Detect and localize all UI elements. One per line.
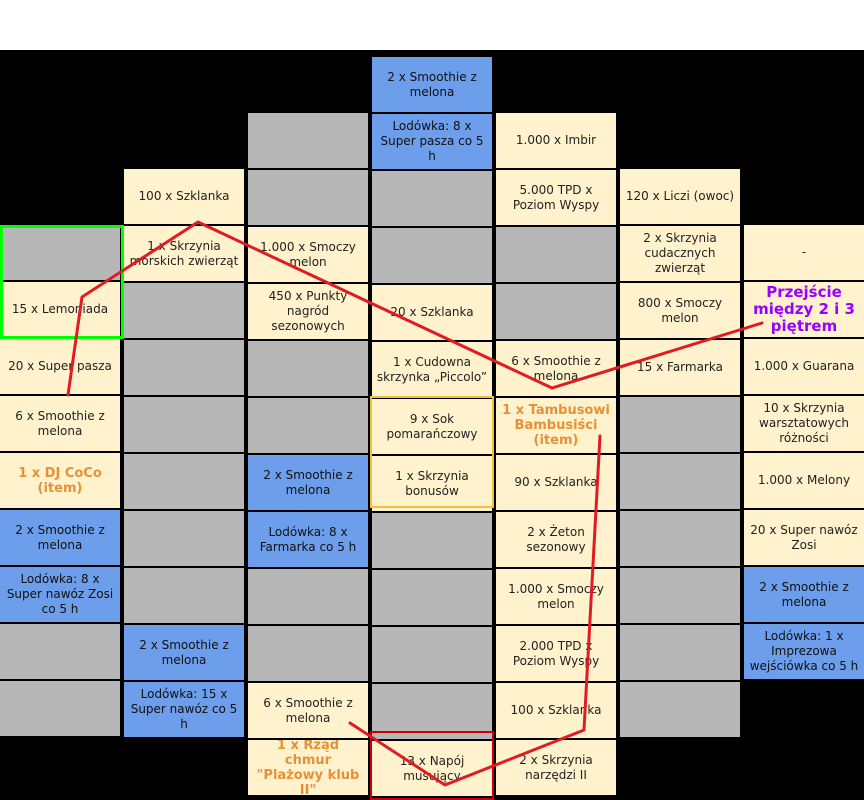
reward-tile-tile: - [744,225,864,280]
fridge-tile-lodowka-1-x-imprezowa-wejsciowka-co-5-h: Lodówka: 1 x Imprezowa wejściówka co 5 h [744,624,864,679]
reward-tile-2-x-zeton-sezonowy: 2 x Żeton sezonowy [496,512,616,567]
reward-tile-13-x-napoj-musujacy: 13 x Napój musujący [372,741,492,796]
empty-tile [620,454,740,509]
fridge-tile-2-x-smoothie-z-melona: 2 x Smoothie z melona [372,57,492,112]
reward-tile-6-x-smoothie-z-melona: 6 x Smoothie z melona [496,341,616,396]
item-tile-1-x-dj-coco-item: 1 x DJ CoCo (item) [0,453,120,508]
reward-tile-2-x-skrzynia-cudacznych-zwierzat: 2 x Skrzynia cudacznych zwierząt [620,226,740,281]
empty-tile [496,284,616,339]
reward-tile-1-000-x-imbir: 1.000 x Imbir [496,113,616,168]
reward-tile-450-x-punkty-nagrod-sezonowych: 450 x Punkty nagród sezonowych [248,284,368,339]
fridge-tile-2-x-smoothie-z-melona: 2 x Smoothie z melona [248,455,368,510]
reward-tile-1-x-cudowna-skrzynka-piccolo: 1 x Cudowna skrzynka „Piccolo” [372,342,492,397]
empty-tile [248,626,368,681]
empty-tile [620,568,740,623]
reward-tile-100-x-szklanka: 100 x Szklanka [496,683,616,738]
empty-tile [248,170,368,225]
reward-tile-20-x-super-pasza: 20 x Super pasza [0,339,120,394]
empty-tile [372,228,492,283]
empty-tile [620,682,740,737]
empty-tile [124,511,244,566]
reward-tile-120-x-liczi-owoc: 120 x Liczi (owoc) [620,169,740,224]
empty-tile [620,511,740,566]
reward-tile-1-x-skrzynia-bonusow: 1 x Skrzynia bonusów [372,456,492,511]
reward-tile-9-x-sok-pomaranczowy: 9 x Sok pomarańczowy [372,399,492,454]
reward-tile-20-x-szklanka: 20 x Szklanka [372,285,492,340]
empty-tile [372,570,492,625]
reward-tile-2-000-tpd-x-poziom-wyspy: 2.000 TPD x Poziom Wyspy [496,626,616,681]
empty-tile [0,225,120,280]
reward-tile-10-x-skrzynia-warsztatowych-roznosci: 10 x Skrzynia warsztatowych różności [744,396,864,451]
empty-tile [372,684,492,739]
fridge-tile-lodowka-8-x-super-pasza-co-5-h: Lodówka: 8 x Super pasza co 5 h [372,114,492,169]
transition-tile-przejscie-miedzy-2-i-3-pietrem: Przejście między 2 i 3 piętrem [744,282,864,337]
item-tile-1-x-tambusowi-bambusisci-item: 1 x Tambusowi Bambusiści (item) [496,398,616,453]
reward-tile-15-x-lemoniada: 15 x Lemoniada [0,282,120,337]
empty-tile [124,454,244,509]
empty-tile [248,341,368,396]
empty-tile [620,397,740,452]
empty-tile [124,283,244,338]
empty-tile [372,627,492,682]
reward-tile-100-x-szklanka: 100 x Szklanka [124,169,244,224]
empty-tile [620,625,740,680]
empty-tile [496,227,616,282]
empty-tile [124,568,244,623]
reward-tile-1-000-x-smoczy-melon: 1.000 x Smoczy melon [248,227,368,282]
reward-tile-20-x-super-nawoz-zosi: 20 x Super nawóz Zosi [744,510,864,565]
reward-tile-6-x-smoothie-z-melona: 6 x Smoothie z melona [0,396,120,451]
reward-tile-800-x-smoczy-melon: 800 x Smoczy melon [620,283,740,338]
reward-tile-5-000-tpd-x-poziom-wyspy: 5.000 TPD x Poziom Wyspy [496,170,616,225]
empty-tile [0,681,120,736]
fridge-tile-lodowka-8-x-farmarka-co-5-h: Lodówka: 8 x Farmarka co 5 h [248,512,368,567]
fridge-tile-lodowka-15-x-super-nawoz-co-5-h: Lodówka: 15 x Super nawóz co 5 h [124,682,244,737]
reward-tile-1-000-x-guarana: 1.000 x Guarana [744,339,864,394]
empty-tile [248,113,368,168]
empty-tile [372,513,492,568]
reward-tile-1-000-x-melony: 1.000 x Melony [744,453,864,508]
reward-tile-1-000-x-smoczy-melon: 1.000 x Smoczy melon [496,569,616,624]
reward-tile-15-x-farmarka: 15 x Farmarka [620,340,740,395]
empty-tile [372,171,492,226]
fridge-tile-2-x-smoothie-z-melona: 2 x Smoothie z melona [744,567,864,622]
reward-tile-1-x-skrzynia-morskich-zwierzat: 1 x Skrzynia morskich zwierząt [124,226,244,281]
empty-tile [0,624,120,679]
fridge-tile-2-x-smoothie-z-melona: 2 x Smoothie z melona [124,625,244,680]
reward-tile-6-x-smoothie-z-melona: 6 x Smoothie z melona [248,683,368,738]
empty-tile [248,398,368,453]
reward-tile-90-x-szklanka: 90 x Szklanka [496,455,616,510]
item-tile-1-x-rzad-chmur-plazowy-klub-ii: 1 x Rząd chmur "Plażowy klub II" [248,740,368,795]
empty-tile [248,569,368,624]
fridge-tile-lodowka-8-x-super-nawoz-zosi-co-5-h: Lodówka: 8 x Super nawóz Zosi co 5 h [0,567,120,622]
fridge-tile-2-x-smoothie-z-melona: 2 x Smoothie z melona [0,510,120,565]
reward-tile-2-x-skrzynia-narzedzi-ii: 2 x Skrzynia narzędzi II [496,740,616,795]
empty-tile [124,340,244,395]
empty-tile [124,397,244,452]
